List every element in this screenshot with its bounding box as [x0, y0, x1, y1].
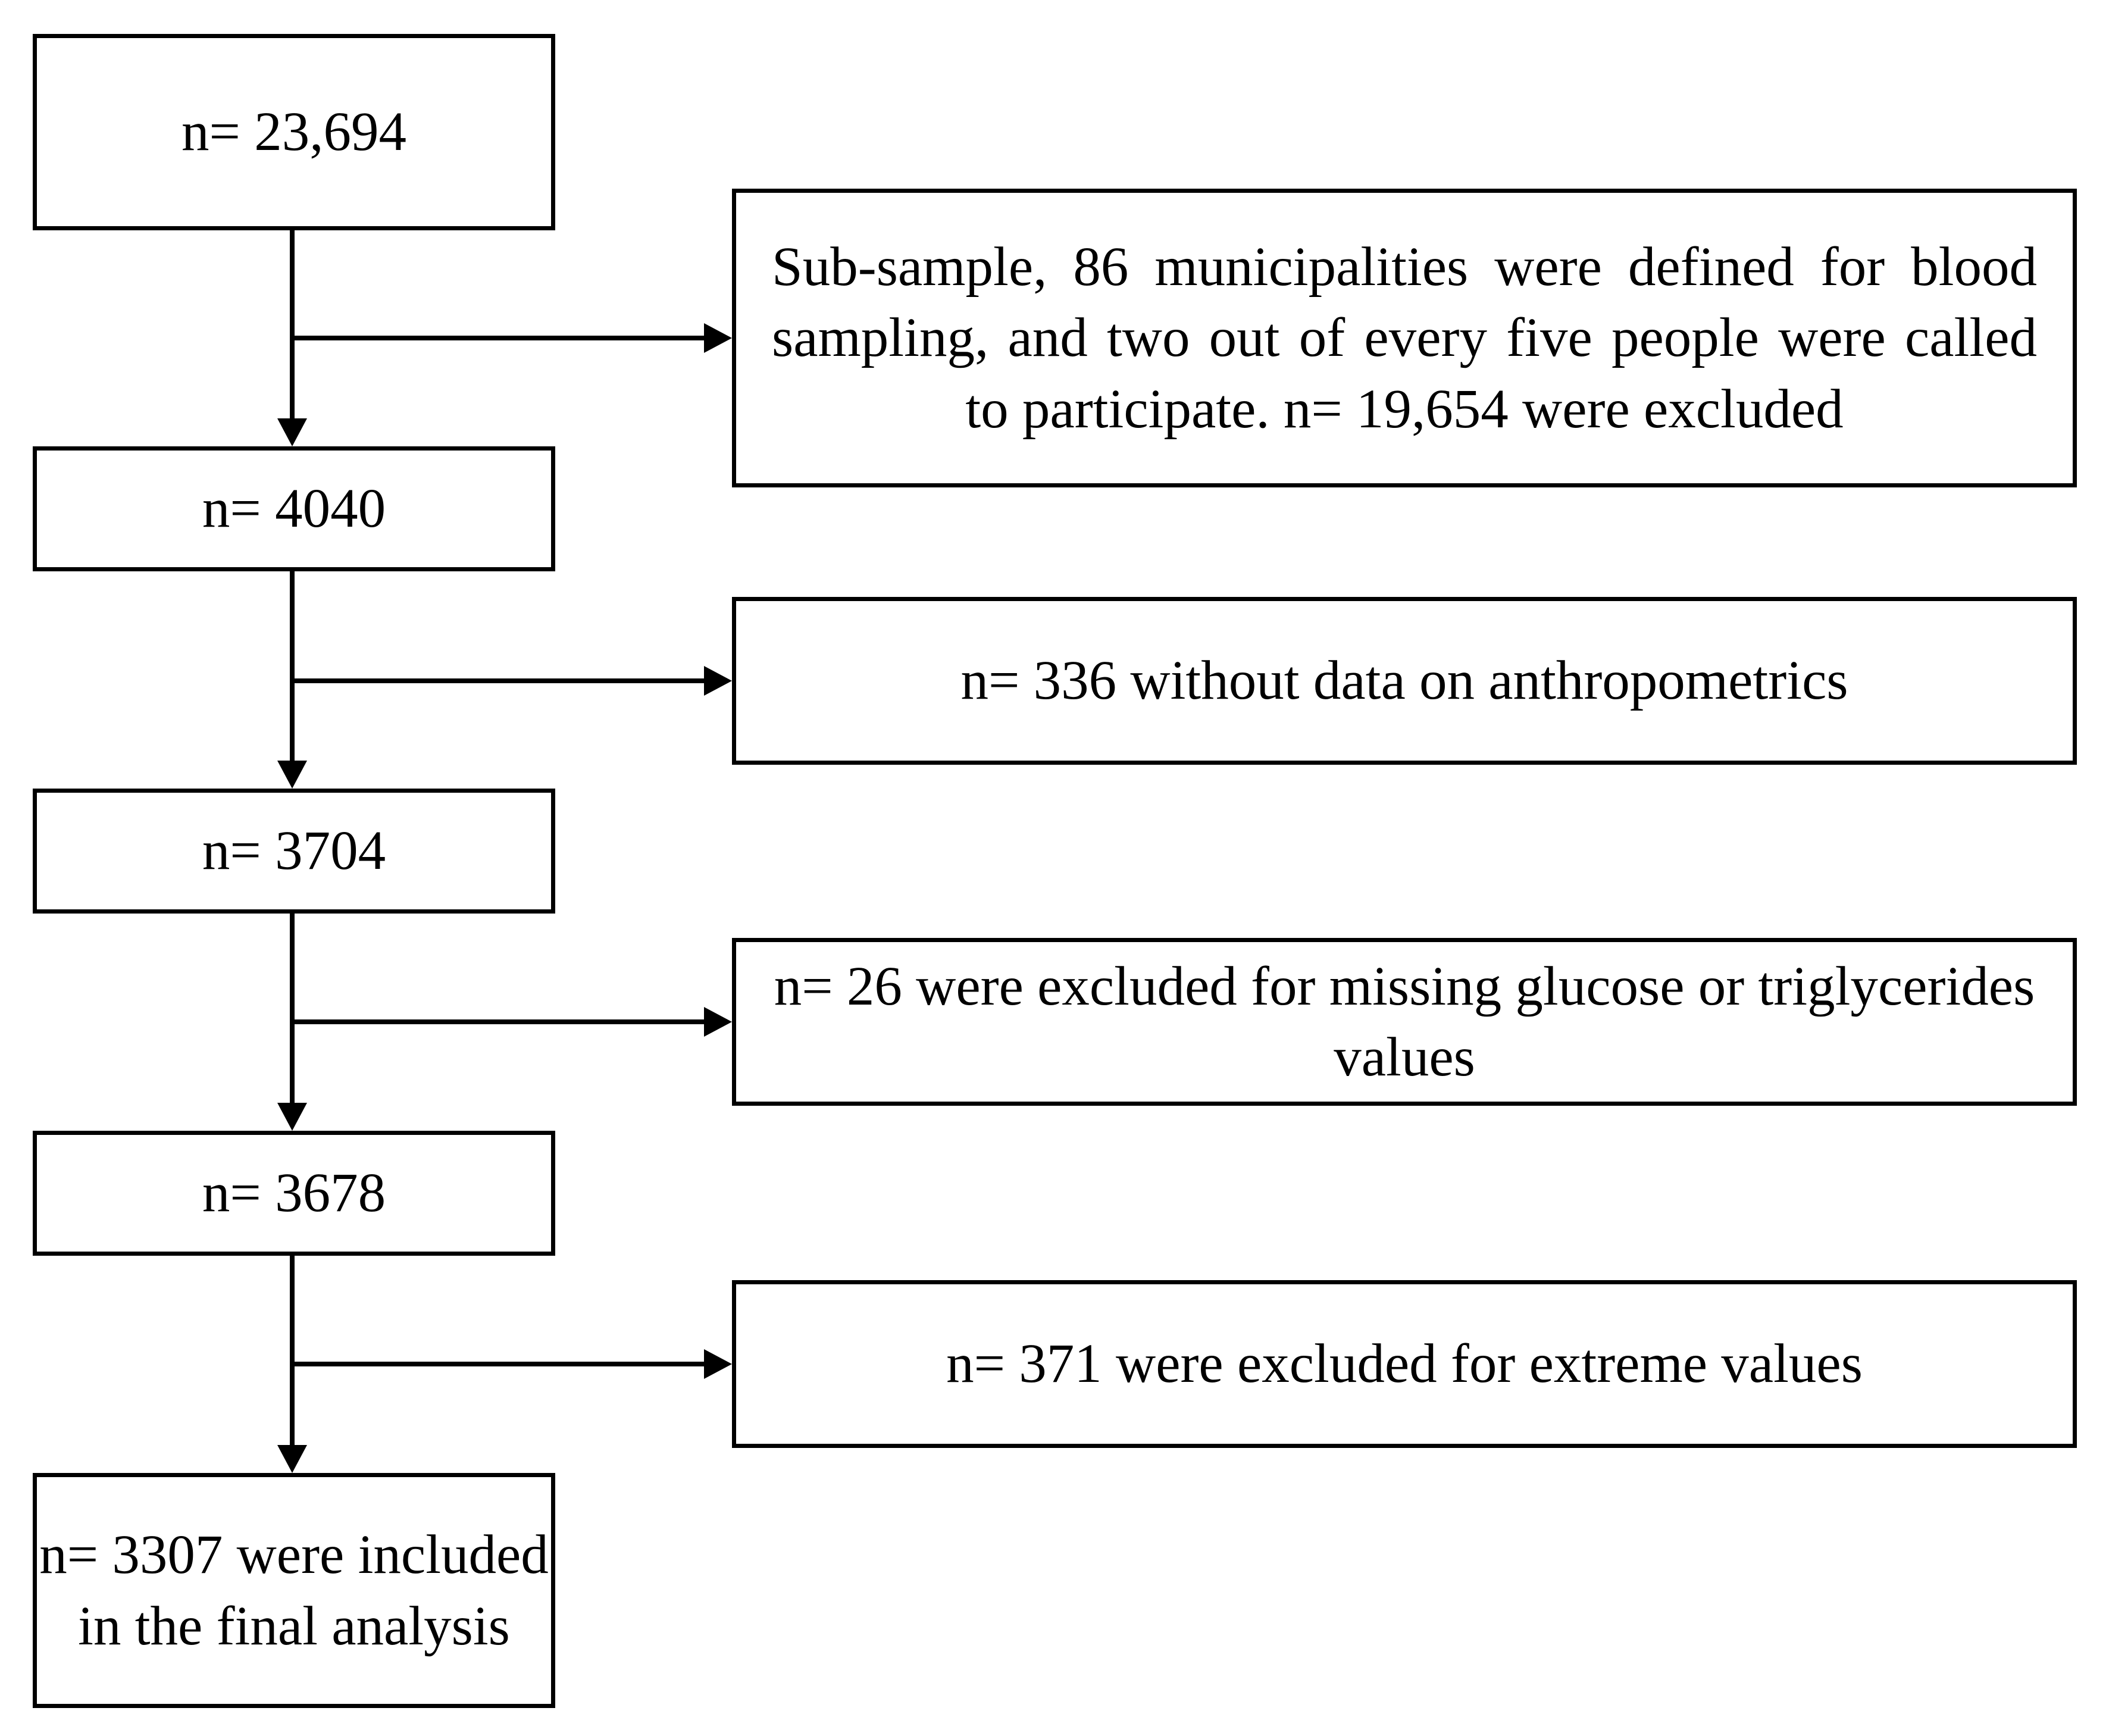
- step-box-blood-subsample: n= 4040: [33, 446, 555, 571]
- step-label: n= 3704: [202, 820, 386, 882]
- exclusion-box-anthropometrics: n= 336 without data on anthropometrics: [732, 597, 2077, 765]
- right-arrow-1: [704, 323, 732, 353]
- down-arrow-4: [277, 1445, 307, 1473]
- step-box-final-analysis: n= 3307 were included in the final analy…: [33, 1473, 555, 1708]
- right-arrow-3: [704, 1007, 732, 1037]
- step-label: n= 4040: [202, 478, 386, 540]
- exclusion-label: n= 26 were excluded for missing glucose …: [774, 955, 2035, 1088]
- down-arrow-1: [277, 418, 307, 446]
- step-label: n= 3678: [202, 1162, 386, 1224]
- down-arrow-2: [277, 761, 307, 789]
- exclusion-box-subsample: Sub-sample, 86 municipalities were defin…: [732, 189, 2077, 487]
- exclusion-label: n= 371 were excluded for extreme values: [946, 1333, 1863, 1395]
- step-label: n= 3307 were included in the final analy…: [39, 1524, 549, 1657]
- right-arrow-4: [704, 1349, 732, 1379]
- step-label: n= 23,694: [182, 101, 406, 163]
- exclusion-label: Sub-sample, 86 municipalities were defin…: [772, 236, 2037, 440]
- down-arrow-3: [277, 1103, 307, 1131]
- step-box-with-anthropometrics: n= 3704: [33, 789, 555, 914]
- exclusion-box-extreme-values: n= 371 were excluded for extreme values: [732, 1280, 2077, 1448]
- step-box-with-lab-values: n= 3678: [33, 1131, 555, 1256]
- step-box-initial-sample: n= 23,694: [33, 34, 555, 230]
- right-arrow-2: [704, 666, 732, 696]
- exclusion-box-missing-values: n= 26 were excluded for missing glucose …: [732, 938, 2077, 1106]
- exclusion-label: n= 336 without data on anthropometrics: [960, 650, 1848, 712]
